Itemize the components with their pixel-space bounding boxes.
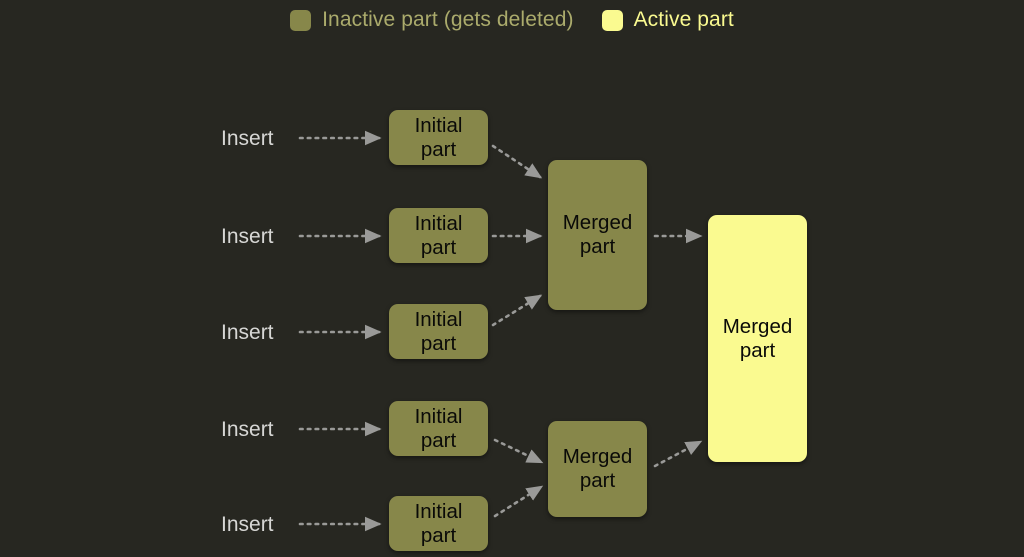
edge-merged2-to-final: [653, 440, 703, 468]
legend-label-active: Active part: [633, 8, 734, 31]
insert-label-1: Insert: [221, 127, 274, 150]
edge-initial5-to-merged2: [493, 485, 544, 518]
edge-initial4-to-merged2: [493, 438, 544, 464]
legend-swatch-active-icon: [601, 9, 623, 31]
insert-label-4: Insert: [221, 418, 274, 441]
insert-label-3: Insert: [221, 321, 274, 344]
legend-entry-active: Active part: [601, 8, 734, 32]
legend-label-inactive: Inactive part (gets deleted): [322, 8, 574, 31]
insert-label-5: Insert: [221, 513, 274, 536]
legend-swatch-inactive-icon: [290, 9, 312, 31]
edge-initial1-to-merged1: [491, 144, 543, 179]
edge-initial3-to-merged1: [491, 294, 543, 327]
legend: Inactive part (gets deleted) Active part: [0, 8, 1024, 32]
legend-entry-inactive: Inactive part (gets deleted): [290, 8, 573, 32]
insert-label-2: Insert: [221, 225, 274, 248]
